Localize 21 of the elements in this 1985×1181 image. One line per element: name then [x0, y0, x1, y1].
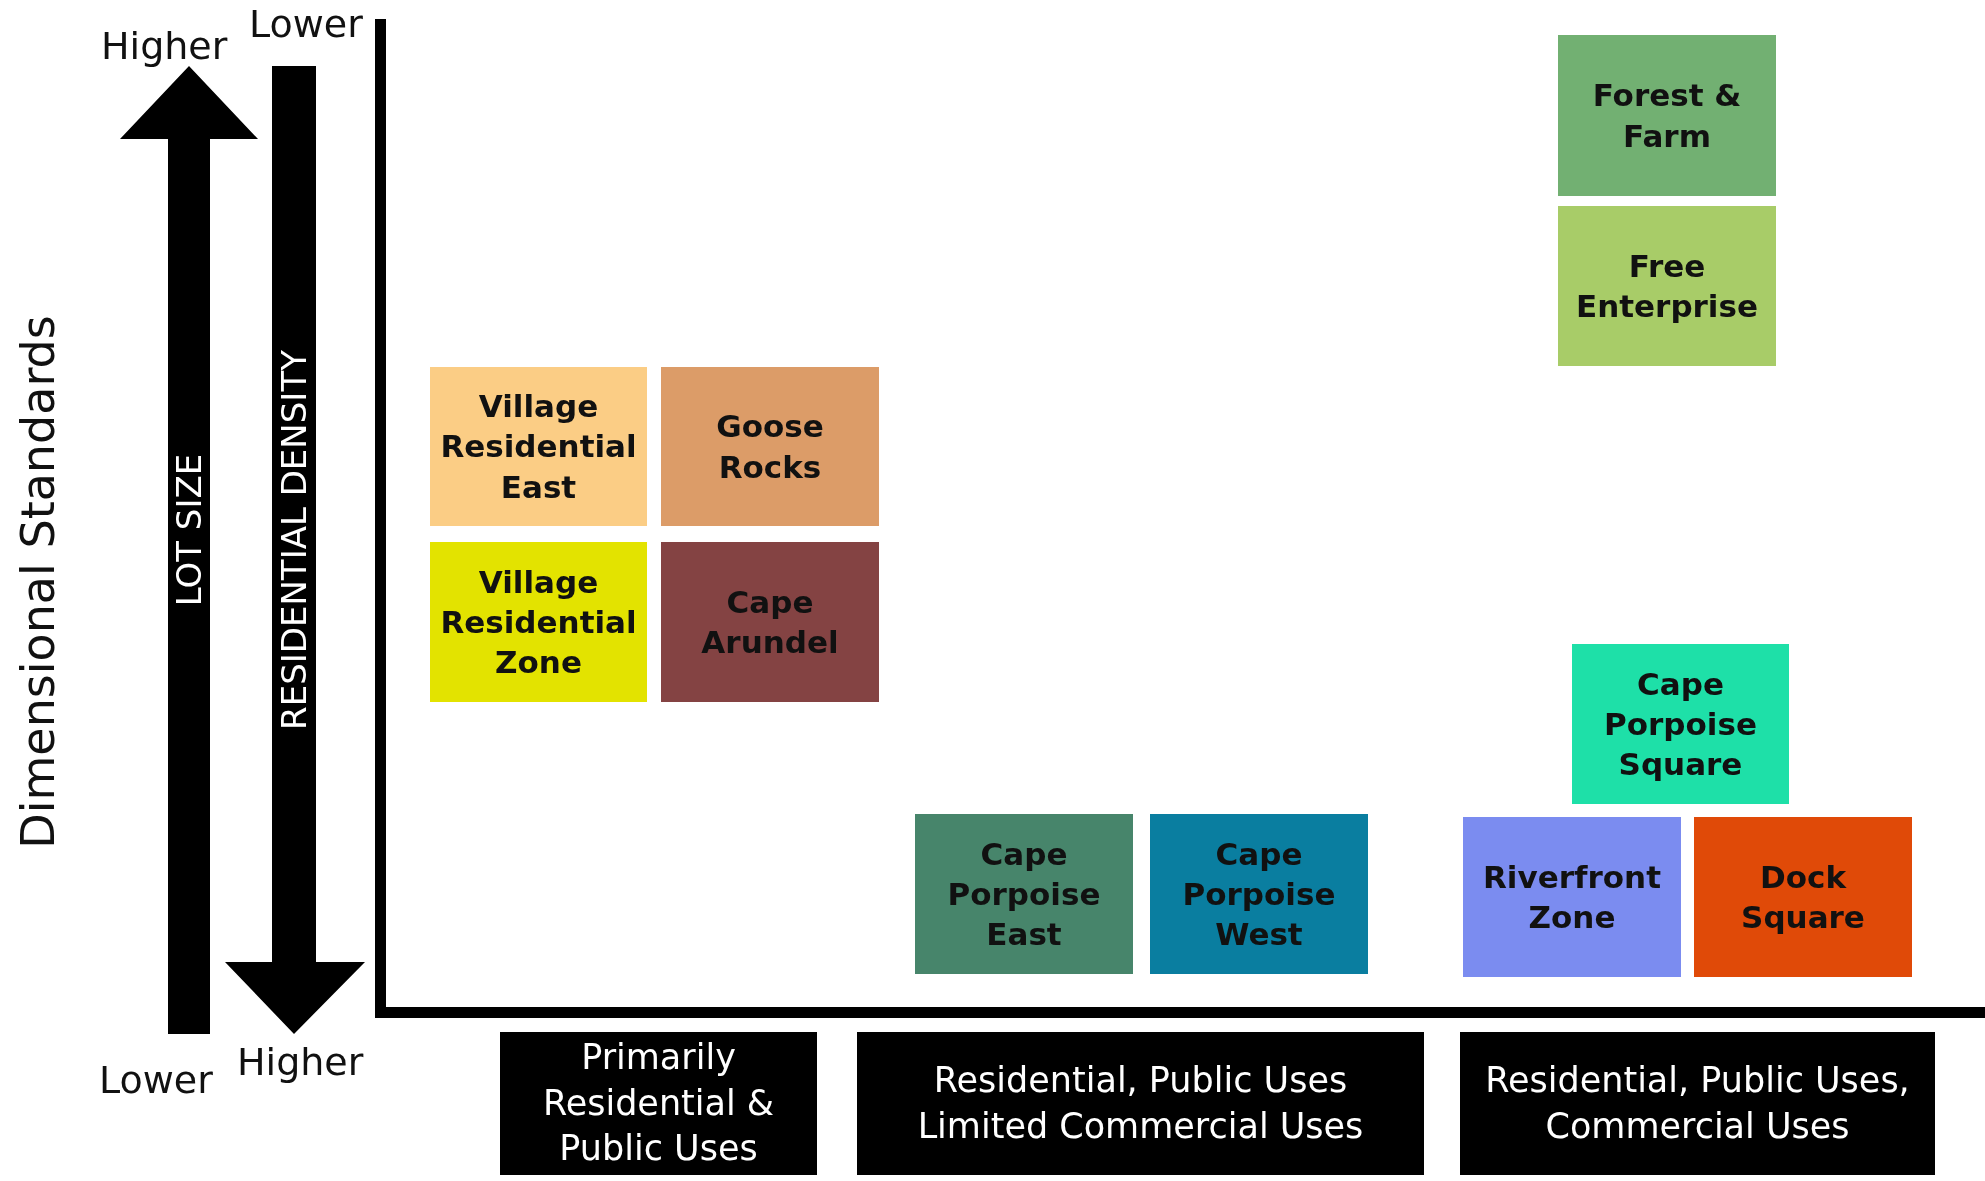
axis-end-label: Higher — [237, 1040, 364, 1084]
zone-box: Forest & Farm — [1558, 35, 1776, 196]
axis-title: Dimensional Standards — [11, 315, 65, 849]
axis-end-label: Lower — [249, 2, 363, 46]
category-box: Primarily Residential & Public Uses — [500, 1032, 817, 1175]
zone-box: Cape Porpoise Square — [1572, 644, 1789, 804]
axis-end-label: Lower — [99, 1058, 213, 1102]
zone-box: Dock Square — [1694, 817, 1912, 977]
zone-box: Riverfront Zone — [1463, 817, 1681, 977]
zone-box: Goose Rocks — [661, 367, 879, 526]
arrow-label: RESIDENTIAL DENSITY — [274, 350, 314, 730]
category-box: Residential, Public Uses Limited Commercial Uses — [857, 1032, 1424, 1175]
arrow-label: LOT SIZE — [169, 453, 209, 607]
zone-box: Cape Porpoise East — [915, 814, 1133, 974]
category-box: Residential, Public Uses, Commercial Uses — [1460, 1032, 1935, 1175]
zone-box: Cape Arundel — [661, 542, 879, 702]
zone-box: Cape Porpoise West — [1150, 814, 1368, 974]
zone-box: Village Residential Zone — [430, 542, 647, 702]
zone-box: Village Residential East — [430, 367, 647, 526]
axis-end-label: Higher — [101, 24, 228, 68]
zone-box: Free Enterprise — [1558, 206, 1776, 366]
